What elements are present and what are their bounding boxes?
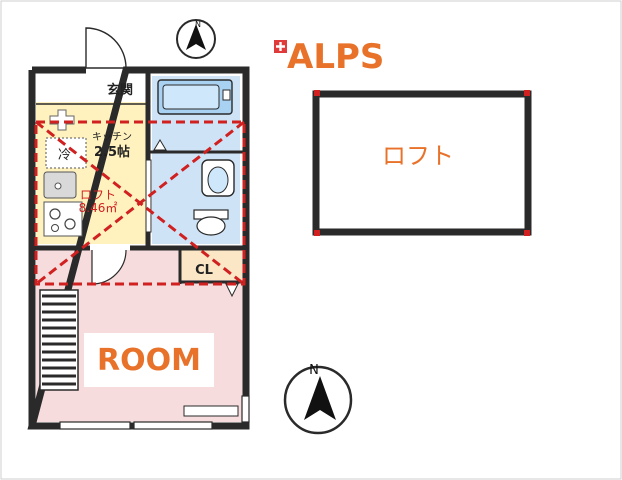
kitchen-label: キッチン: [92, 131, 132, 143]
sink-drain: [54, 182, 62, 190]
fridge-label: 冷: [58, 148, 71, 163]
brand-name: ALPS: [287, 37, 384, 77]
compass-top-n: N: [195, 20, 201, 29]
floor-plan: 冷: [27, 27, 250, 430]
stairs: [39, 289, 79, 391]
closet-floor: [180, 250, 242, 280]
window-right: [241, 395, 250, 423]
kitchen-size: 2.5帖: [94, 144, 130, 160]
stove: [43, 201, 83, 237]
compass-top-arrow-icon: [186, 24, 206, 50]
room-label: ROOM: [97, 343, 201, 378]
loft-plan-frame: [312, 90, 532, 236]
alps-logo: ALPS: [274, 37, 384, 77]
bathtub-faucet: [222, 89, 231, 101]
compass-top: N: [176, 19, 216, 59]
loft-plan: ロフト: [312, 90, 532, 236]
loft-corner-bl: [314, 230, 320, 236]
burner-2: [64, 218, 76, 230]
closet-label: CL: [195, 263, 213, 278]
loft-corner-tl: [314, 90, 320, 96]
loft-outline: [34, 120, 246, 286]
fridge: [45, 137, 87, 169]
entrance-floor: [36, 76, 146, 102]
bathtub-inner: [162, 84, 220, 110]
washer-pan: [49, 109, 75, 131]
toilet-bowl: [196, 216, 226, 236]
plus-cross-icon-glyph: [276, 42, 285, 51]
window-bottom-1: [59, 421, 131, 430]
compass-bottom: N: [283, 363, 353, 435]
window-bottom-2: [133, 421, 213, 430]
entrance-door-swing: [85, 27, 127, 69]
compass-bottom-arrow-icon: [304, 376, 336, 420]
compass-bottom-n: N: [309, 363, 319, 378]
bath-door-mark: [153, 139, 167, 151]
loft-corner-tr: [524, 90, 530, 96]
loft-corner-br: [524, 230, 530, 236]
loft-area: 8.46㎡: [79, 201, 118, 215]
burner-1: [49, 208, 61, 220]
loft-plan-label: ロフト: [382, 142, 454, 170]
wash-basin-bowl: [207, 166, 229, 194]
room-label-bg: [84, 333, 214, 387]
room-shelf: [183, 405, 239, 417]
loft-label-plan: ロフト: [80, 188, 116, 202]
entrance-label: 玄関: [107, 82, 133, 98]
burner-3: [51, 224, 59, 232]
